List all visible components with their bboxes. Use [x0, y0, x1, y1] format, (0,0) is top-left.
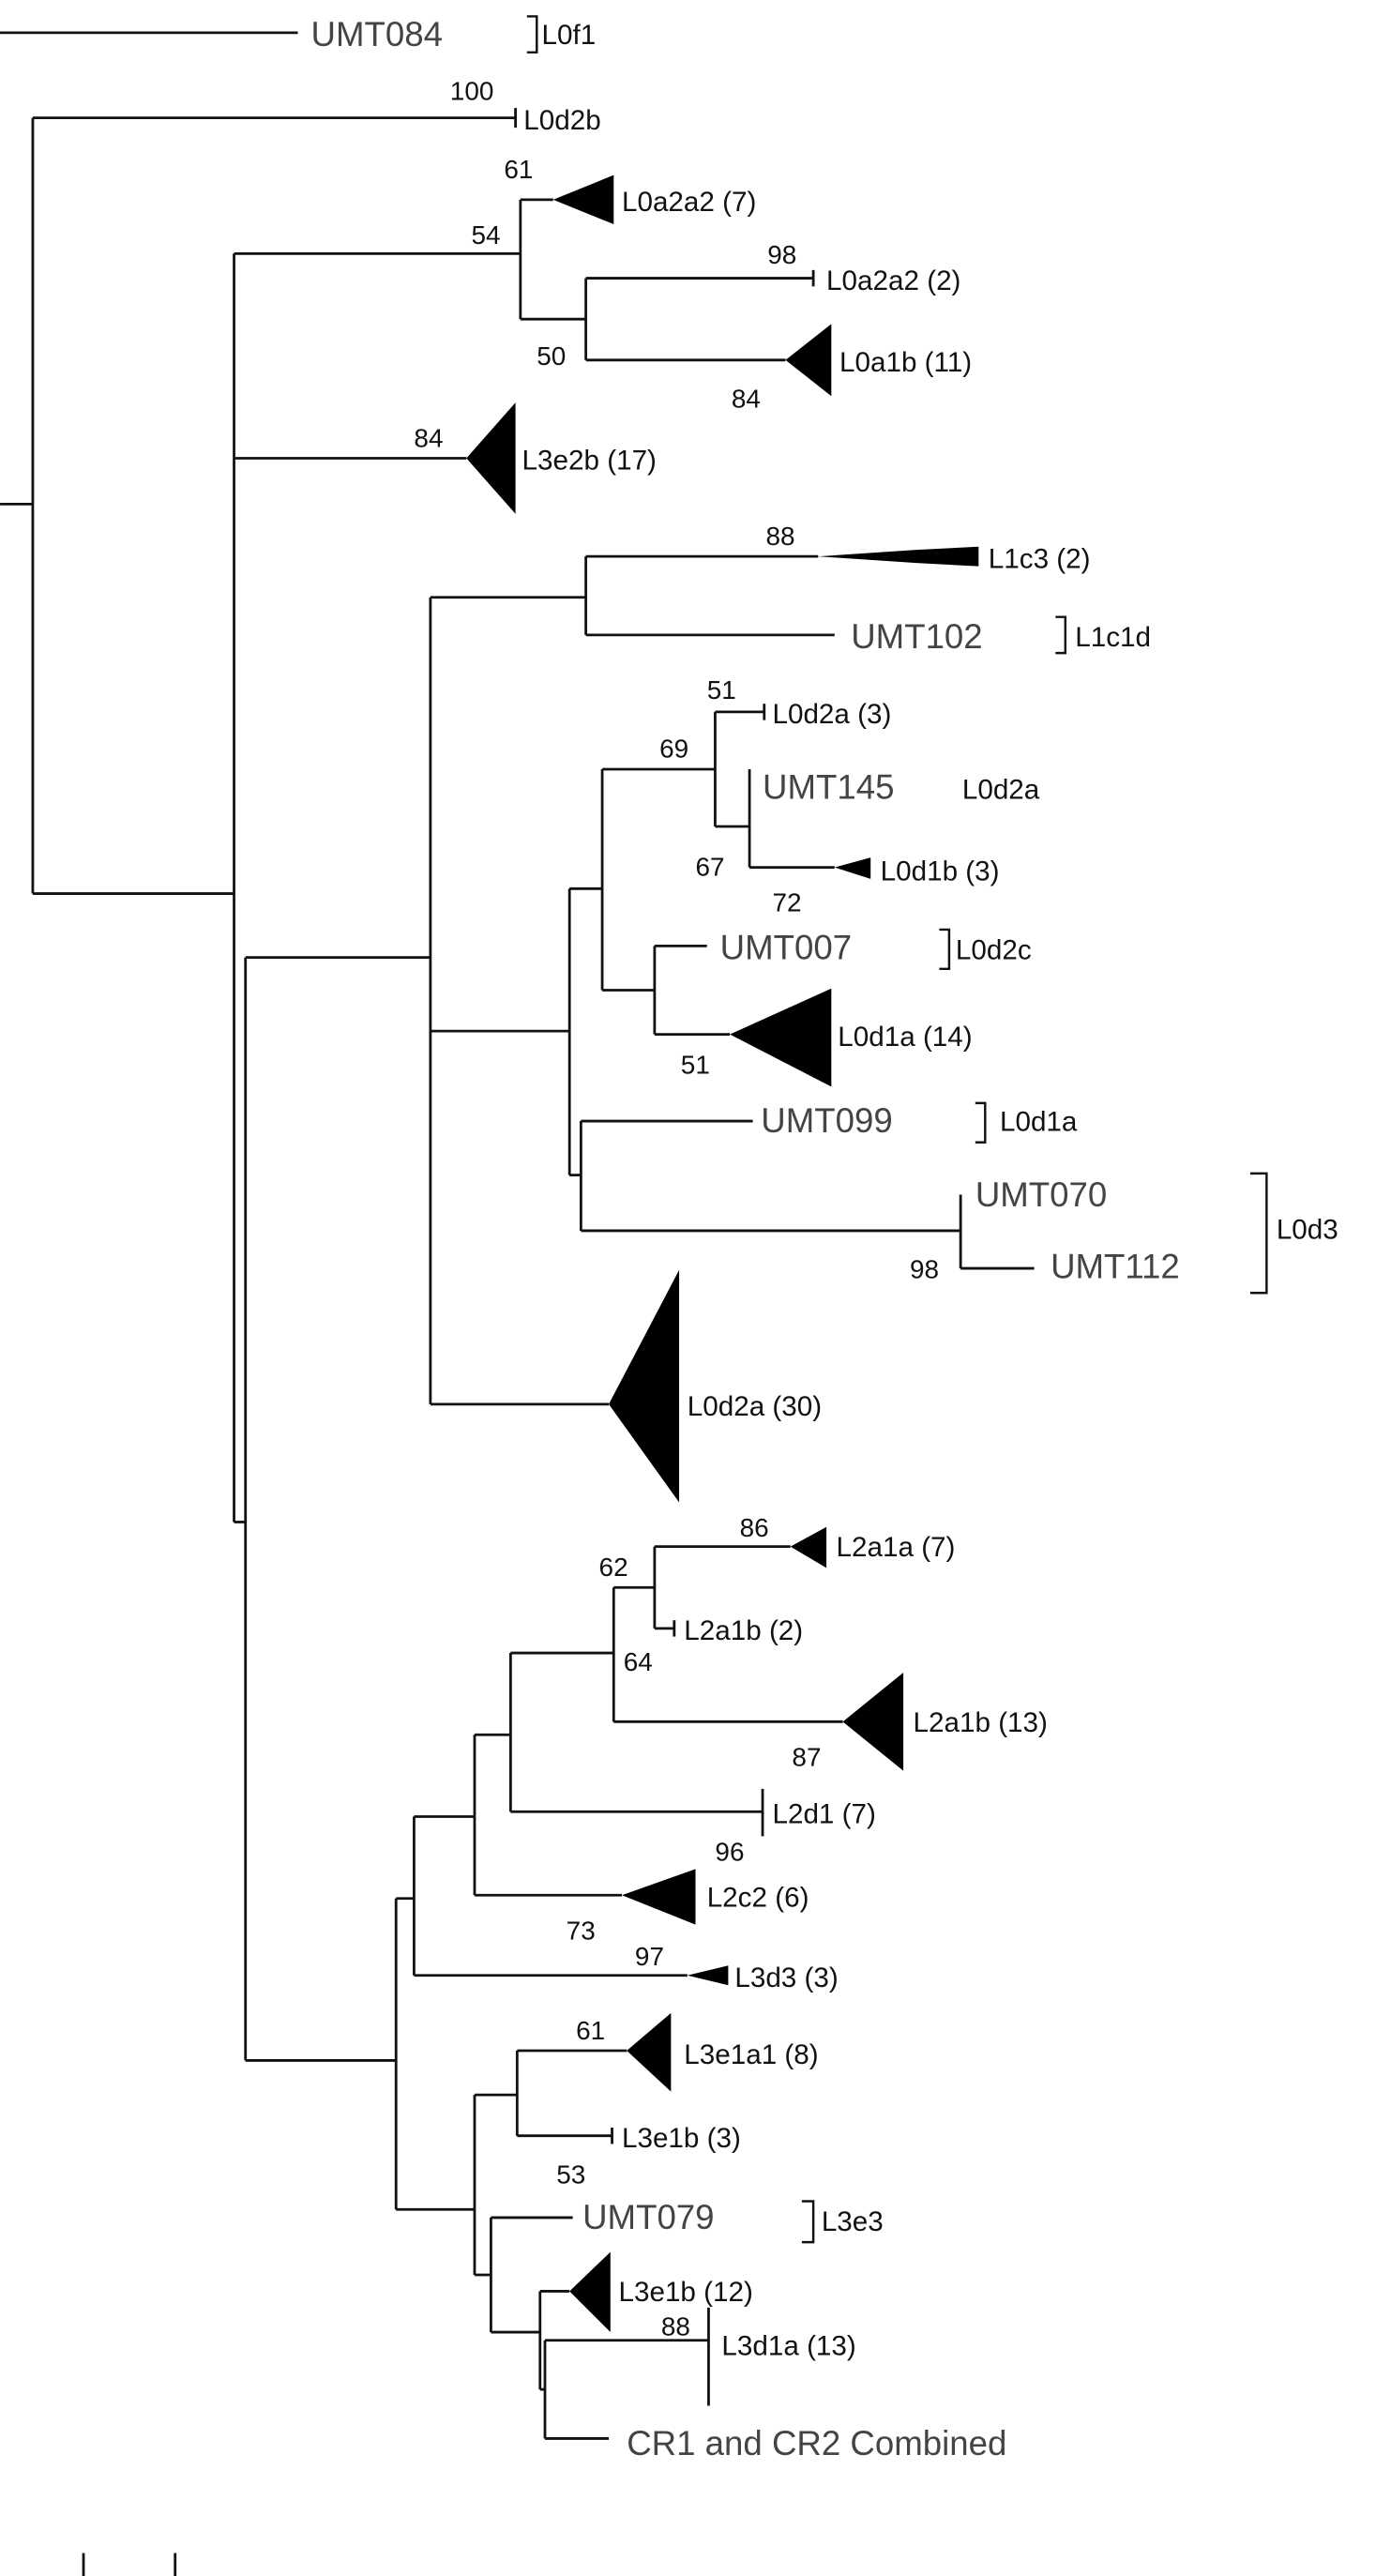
taxon-l2d1-7: L2d1 (7) [772, 1798, 875, 1829]
bootstrap-value: 62 [599, 1553, 628, 1582]
taxon-umt112: UMT112 [1051, 1248, 1180, 1286]
clade-l3e1b-12 [569, 2251, 611, 2333]
bootstrap-value: 97 [635, 1942, 664, 1971]
bootstrap-value: 88 [766, 522, 795, 551]
bootstrap-value: 54 [471, 220, 500, 250]
bootstrap-value: 98 [910, 1255, 939, 1284]
taxon-l3e2b-17: L3e2b (17) [522, 446, 657, 477]
bracket-l1c1d [1055, 615, 1067, 655]
bracket-l0d1a [975, 1101, 987, 1144]
clade-l0d2a-30 [609, 1269, 680, 1503]
clade-l3d3-3 [687, 1965, 729, 1986]
taxon-umt102: UMT102 [851, 617, 982, 656]
tree-branches [0, 31, 1035, 2440]
bootstrap-value: 73 [567, 1916, 596, 1945]
bracket-l0d2c [939, 928, 951, 971]
taxon-l0d2a-3: L0d2a (3) [772, 699, 891, 730]
haplogroup-l0d1a: L0d1a [1000, 1107, 1078, 1138]
taxon-umt099: UMT099 [761, 1101, 892, 1140]
bootstrap-value: 64 [624, 1647, 653, 1676]
bootstrap-value: 50 [537, 341, 566, 371]
taxon-l3d1a-13: L3d1a (13) [721, 2330, 855, 2361]
taxon-umt145: UMT145 [763, 767, 894, 806]
taxon-l0a2a2-7: L0a2a2 (7) [622, 187, 756, 218]
taxon-l3e1b-3: L3e1b (3) [622, 2123, 741, 2154]
clade-l3e1a1-8 [627, 2012, 672, 2092]
clade-l0d1b-3 [834, 857, 871, 879]
bracket-l0f1 [526, 15, 538, 54]
taxon-l3d3-3: L3d3 (3) [734, 1962, 838, 1993]
clade-l3e2b-17 [466, 402, 516, 514]
haplogroup-l0d2c: L0d2c [956, 934, 1032, 965]
taxon-l0a2a2-2: L0a2a2 (2) [826, 265, 960, 296]
bracket-l0d3 [1249, 1172, 1268, 1295]
bootstrap-value: 69 [659, 735, 688, 764]
clade-l0a2a2-7 [552, 174, 614, 225]
bootstrap-value: 61 [576, 2016, 605, 2045]
taxon-l0d1b-3: L0d1b (3) [881, 856, 1000, 887]
bootstrap-value: 67 [696, 852, 725, 881]
taxon-l2a1b-2: L2a1b (2) [684, 1615, 803, 1646]
bootstrap-value: 84 [414, 423, 443, 452]
bootstrap-value: 96 [715, 1838, 744, 1867]
bootstrap-value: 87 [792, 1742, 821, 1771]
taxon-umt007: UMT007 [720, 928, 852, 966]
haplogroup-l0f1: L0f1 [542, 20, 597, 51]
taxon-l3e1b-12: L3e1b (12) [619, 2277, 753, 2308]
bootstrap-value: 72 [772, 888, 801, 917]
taxon-l2c2-6: L2c2 (6) [707, 1882, 809, 1913]
clade-l1c3-2 [818, 546, 979, 567]
taxon-l0d2b: L0d2b [523, 105, 600, 136]
taxon-l0d2a-30: L0d2a (30) [688, 1391, 822, 1422]
taxon-l2a1b-13: L2a1b (13) [914, 1707, 1048, 1738]
bootstrap-value: 88 [661, 2312, 690, 2341]
haplogroup-l1c1d: L1c1d [1075, 622, 1151, 653]
clade-l2c2-6 [621, 1869, 696, 1925]
taxon-umt070: UMT070 [975, 1175, 1107, 1214]
haplogroup-l0d3: L0d3 [1277, 1215, 1338, 1246]
clade-l2a1a-7 [790, 1526, 827, 1568]
bootstrap-value: 98 [767, 240, 796, 269]
clade-l0d1a-14 [730, 988, 832, 1087]
haplogroup-l3e3: L3e3 [822, 2206, 884, 2237]
bootstrap-value: 51 [681, 1050, 710, 1079]
haplogroup-l0d2a: L0d2a [962, 774, 1040, 805]
taxon-cr1-cr2-combined: CR1 and CR2 Combined [627, 2424, 1006, 2462]
clade-l2a1b-13 [842, 1672, 904, 1771]
taxon-l0d1a-14: L0d1a (14) [838, 1022, 972, 1053]
taxon-l3e1a1-8: L3e1a1 (8) [684, 2039, 818, 2070]
taxon-l2a1a-7: L2a1a (7) [837, 1532, 956, 1563]
bootstrap-value: 53 [556, 2159, 585, 2189]
bracket-l3e3 [801, 2200, 815, 2244]
bootstrap-value: 51 [707, 675, 736, 705]
taxon-umt084: UMT084 [311, 15, 443, 53]
bootstrap-value: 100 [450, 76, 494, 105]
bootstrap-value: 86 [740, 1513, 769, 1542]
clade-l0a1b-11 [785, 324, 832, 397]
taxon-umt079: UMT079 [582, 2198, 714, 2236]
bootstrap-value: 84 [732, 384, 761, 413]
taxon-l0a1b-11: L0a1b (11) [839, 347, 972, 378]
taxon-l1c3-2: L1c3 (2) [989, 543, 1091, 574]
bootstrap-value: 61 [504, 155, 533, 184]
